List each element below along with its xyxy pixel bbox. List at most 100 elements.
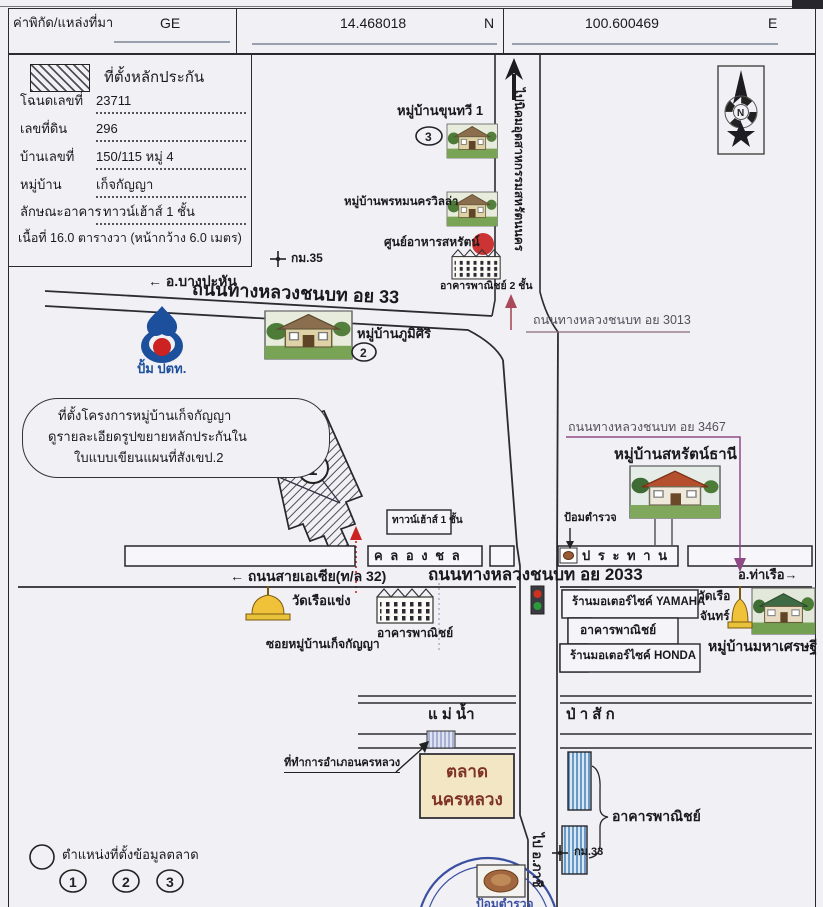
ay3467-label: ถนนทางหลวงชนบท อย 3467 <box>568 420 726 434</box>
building-type-value: ทาวน์เฮ้าส์ 1 ชั้น <box>103 204 195 219</box>
soi-label: ซอยหมู่บ้านเก็จกัญญา <box>266 637 380 651</box>
commercial-bottom-icons <box>561 751 609 875</box>
townhouse-label-box <box>386 509 452 535</box>
village-saharatthani-label: หมู่บ้านสหรัตน์ธานี <box>614 446 737 463</box>
ay3013-arrow-icon <box>505 294 690 333</box>
food-center-dot <box>472 233 494 255</box>
svg-text:2: 2 <box>122 874 130 890</box>
yamaha-label: ร้านมอเตอร์ไซค์ YAMAHA <box>572 596 706 608</box>
svg-text:3: 3 <box>166 874 174 890</box>
to-phachi-label: ไป อ.ภาชี <box>530 833 545 888</box>
dotted-rule <box>96 205 246 225</box>
canal-label-1: ค ล อ ง ช ล <box>374 548 462 563</box>
house-saharatthani-icon <box>629 465 721 519</box>
shophouse-left-icon <box>376 588 434 624</box>
house-no-label: บ้านเลขที่ <box>20 149 75 164</box>
top-row-remnant <box>0 6 823 7</box>
marker-3: 3 <box>415 126 443 146</box>
note-bubble <box>22 398 330 478</box>
wat-ruea-chan-label1: วัดเรือ <box>698 589 731 603</box>
map-frame <box>8 53 816 907</box>
note-line3: ใบแบบเขียนแผนที่สังเขป.2 <box>74 450 224 465</box>
arrow-left-icon: ← <box>148 273 162 289</box>
longitude-dir: E <box>768 15 778 31</box>
irrigation-canal <box>124 545 813 567</box>
river-label-1: แ ม่ น้ำ <box>428 706 475 723</box>
wat-ruea-khaeng-icon <box>245 586 291 621</box>
note-line2: ดูรายละเอียดรูปขยายหลักประกันใน <box>48 429 247 444</box>
latitude-underline <box>252 43 497 45</box>
canal-label-2: ป ร ะ ท า น <box>582 548 670 563</box>
district-office-label: ที่ทำการอำเภอนครหลวง <box>284 757 401 773</box>
dotted-rule <box>96 178 246 198</box>
dotted-rule <box>96 122 246 142</box>
parcel-label: เลขที่ดิน <box>20 121 68 136</box>
traffic-light-icon <box>530 585 545 615</box>
food-center-label: ศูนย์อาหารสหรัตน์ <box>384 235 480 249</box>
scan-corner-mark <box>792 0 823 9</box>
ptt-label: ปั้ม ปตท. <box>137 361 187 376</box>
km35-label: กม.35 <box>291 251 323 265</box>
village-phumsiri-label: หมู่บ้านภูมิศิริ <box>357 326 431 341</box>
footer-circle-icon <box>29 844 55 870</box>
dotted-rule <box>96 150 246 170</box>
house-phumsiri-icon <box>264 310 353 360</box>
ay3013-label: ถนนทางหลวงชนบท อย 3013 <box>533 313 691 327</box>
km33-label: กม.33 <box>574 846 604 858</box>
footer-marker-2: 2 <box>112 869 140 893</box>
wat-ruea-khaeng-label: วัดเรือแข่ง <box>292 593 351 608</box>
house-no-value: 150/115 หมู่ 4 <box>96 149 174 164</box>
ptt-logo-icon <box>141 306 183 363</box>
shop-boxes <box>559 589 701 673</box>
coord-source-label: ค่าพิกัด/แหล่งที่มา <box>13 15 114 30</box>
to-tha-ruea-label: อ.ท่าเรือ→ <box>738 567 798 582</box>
collateral-swatch-label: ที่ตั้งหลักประกัน <box>104 69 205 86</box>
honda-label: ร้านมอเตอร์ไซค์ HONDA <box>570 650 697 662</box>
dotted-rule <box>96 94 246 114</box>
police-stamp <box>420 856 556 907</box>
police-box-canal-icon <box>559 528 578 564</box>
saharat-connectors <box>654 519 673 545</box>
commercial-bottom-label: อาคารพาณิชย์ <box>612 808 701 824</box>
shophouse-2fl-icon <box>451 249 501 280</box>
legend-box <box>8 53 252 267</box>
building-type-label: ลักษณะอาคาร <box>20 204 102 219</box>
arrow-right-icon: → <box>784 567 798 582</box>
header-col-divider-1 <box>236 8 237 53</box>
village-khunthawi-label: หมู่บ้านขุนทวี 1 <box>397 103 484 118</box>
district-office-icon <box>395 730 456 773</box>
svg-text:3: 3 <box>425 130 432 144</box>
collateral-swatch <box>30 64 90 92</box>
house-khunthawi-icon <box>446 123 498 159</box>
asia-road-label: ← ถนนสายเอเซีย(ท/ล 32) <box>230 568 387 584</box>
marker-2: 2 <box>351 342 377 362</box>
ay3467-guide <box>566 436 746 572</box>
river-label-2: ป่ า สั ก <box>566 706 615 723</box>
wat-ruea-chan-label2: จันทร์ <box>700 609 730 623</box>
coord-source-value: GE <box>160 15 181 31</box>
industrial-estate-road-label: ไปนิคมอุตสาหกรรมสหรัตนนคร <box>512 88 526 252</box>
police-box1-label: ป้อมตำรวจ <box>564 512 617 524</box>
ay33-road <box>44 290 559 567</box>
market-label-1: ตลาด <box>445 762 489 781</box>
latitude-value: 14.468018 <box>340 15 407 31</box>
footer-legend-label: ตำแหน่งที่ตั้งข้อมูลตลาด <box>62 847 199 862</box>
parcel-value: 296 <box>96 121 118 136</box>
svg-text:2: 2 <box>360 346 367 360</box>
footer-marker-3: 3 <box>156 869 184 893</box>
commercial-mid-label: อาคารพาณิชย์ <box>580 623 657 637</box>
longitude-underline <box>512 43 778 45</box>
header-table <box>8 8 816 55</box>
arrow-left-icon: ← <box>230 568 244 584</box>
compass-north-letter: N <box>737 108 744 119</box>
market-label-2: นครหลวง <box>431 790 503 809</box>
house-mahasetthi-icon <box>751 587 816 635</box>
village-phromnakhon-label: หมู่บ้านพรหมนครวิลล่า <box>344 196 459 208</box>
deed-value: 23711 <box>96 93 132 108</box>
svg-text:1: 1 <box>69 874 77 890</box>
commercial-left-label: อาคารพาณิชย์ <box>377 626 454 640</box>
km33-marker-icon <box>552 845 568 861</box>
footer-marker-1: 1 <box>59 869 87 893</box>
compass-icon <box>717 65 765 155</box>
police-box2-label: ป้อมตำรวจ <box>476 897 534 907</box>
